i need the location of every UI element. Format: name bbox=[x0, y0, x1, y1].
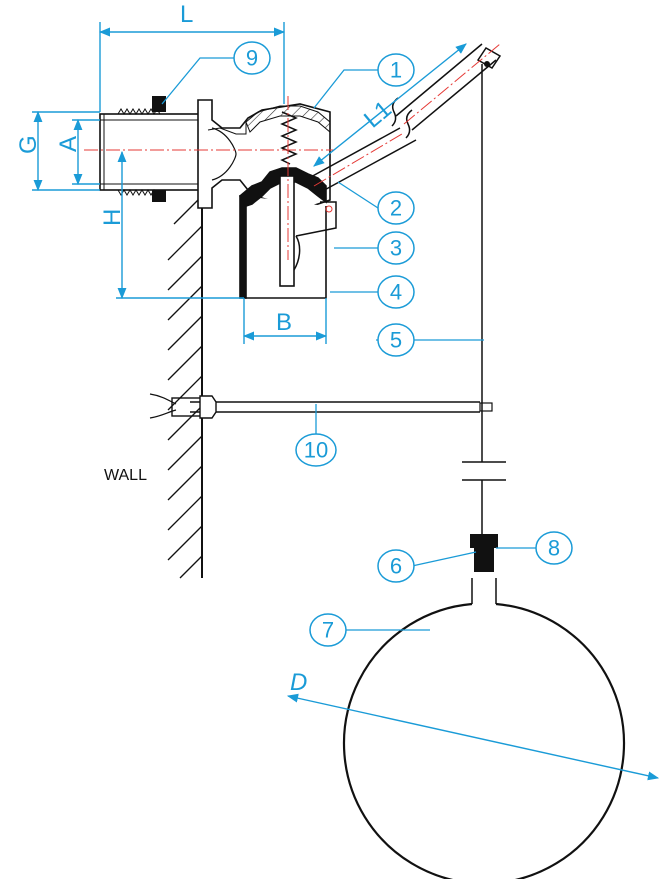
center-axis bbox=[84, 96, 334, 260]
locking-nut bbox=[152, 96, 166, 202]
balloon-2: 2 bbox=[390, 196, 402, 221]
valve-body bbox=[99, 99, 331, 299]
float-ball bbox=[342, 602, 626, 879]
balloon-1: 1 bbox=[390, 58, 402, 83]
balloon-8-circle bbox=[535, 531, 573, 565]
balloon-3-circle bbox=[377, 231, 415, 265]
dim-label-A: A bbox=[55, 136, 82, 152]
dim-label-G: G bbox=[15, 135, 42, 154]
float-rod bbox=[462, 64, 506, 534]
dim-label-B: B bbox=[276, 309, 292, 336]
wall: WALL bbox=[104, 190, 203, 579]
balloon-3: 3 bbox=[390, 236, 402, 261]
dim-label-L1: L1 bbox=[359, 96, 397, 134]
balloon-5: 5 bbox=[390, 328, 402, 353]
dimension-lines bbox=[32, 22, 660, 781]
balloon-8: 8 bbox=[548, 536, 560, 561]
balloon-10: 10 bbox=[304, 438, 328, 463]
spring bbox=[280, 111, 298, 165]
dim-label-D: D bbox=[290, 669, 307, 696]
balloon-9-circle bbox=[233, 41, 271, 75]
balloon-1-circle bbox=[377, 53, 415, 87]
balloon-labels: 9 1 2 3 4 5 6 7 8 10 bbox=[246, 46, 560, 643]
dim-label-L: L bbox=[180, 1, 193, 28]
balloon-4-circle bbox=[377, 275, 415, 309]
balloon-9: 9 bbox=[246, 46, 258, 71]
balloon-7: 7 bbox=[322, 618, 334, 643]
balloons bbox=[233, 41, 573, 647]
dim-label-H: H bbox=[99, 209, 126, 226]
wall-hatching bbox=[167, 195, 203, 579]
balloon-10-circle bbox=[295, 433, 337, 467]
balloon-5-circle bbox=[377, 323, 415, 357]
balloon-6-circle bbox=[377, 549, 415, 583]
balloon-6: 6 bbox=[390, 554, 402, 579]
wall-label: WALL bbox=[104, 467, 147, 484]
support-rod bbox=[149, 393, 493, 419]
balloon-4: 4 bbox=[390, 280, 402, 305]
float-connector bbox=[470, 534, 498, 604]
balloon-2-circle bbox=[377, 191, 415, 225]
balloon-7-circle bbox=[309, 613, 347, 647]
